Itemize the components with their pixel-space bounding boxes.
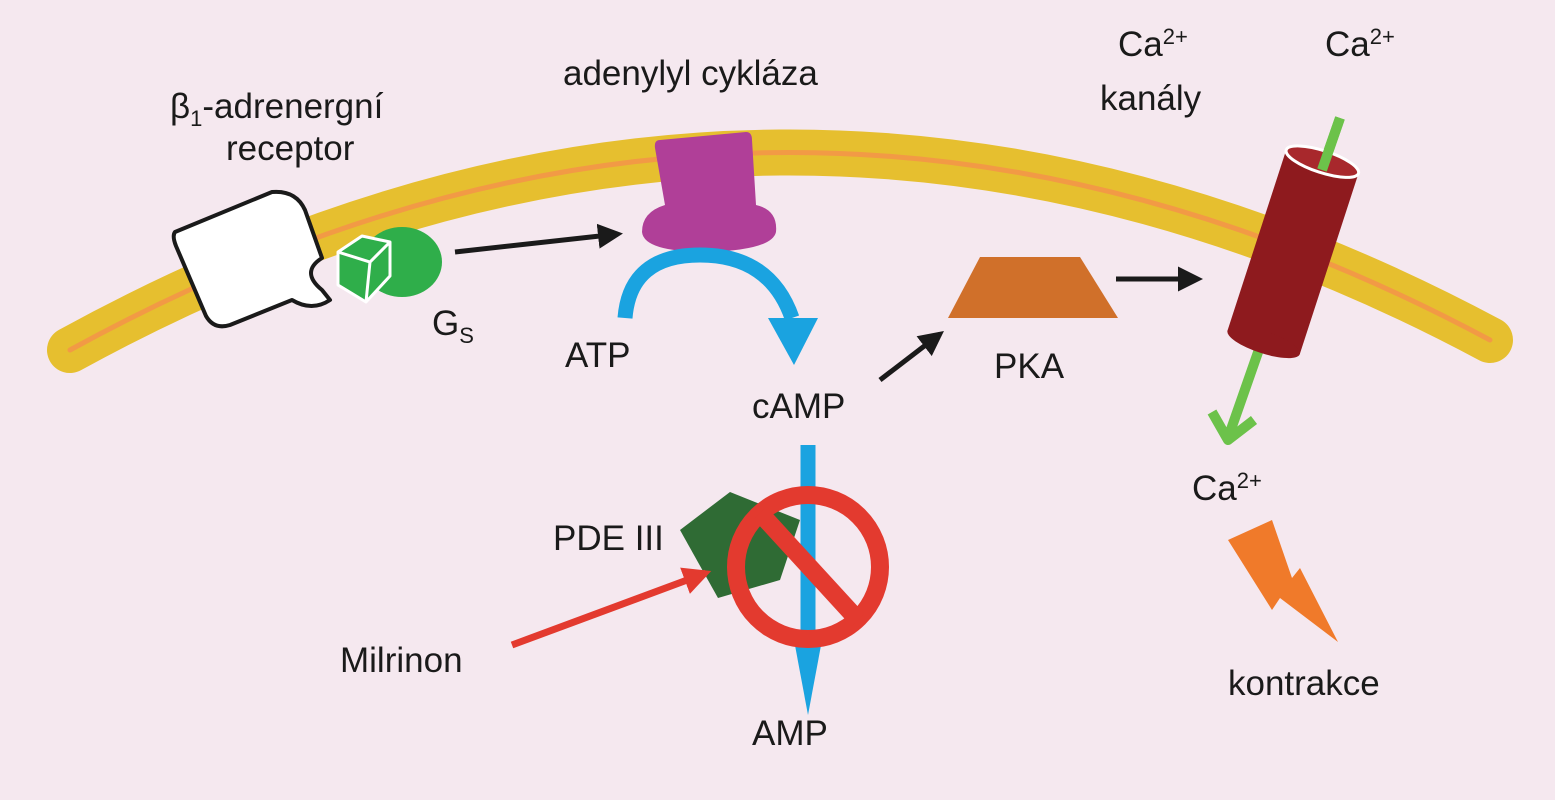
receptor-label-line2: receptor	[226, 129, 355, 168]
g-protein-shape	[336, 227, 442, 304]
channels-label: Ca2+	[1118, 24, 1188, 64]
calcium-flow-arrowhead	[1207, 409, 1258, 445]
activation-arrow-gs-ac	[454, 223, 623, 255]
calcium-flow-line-top	[1317, 116, 1345, 172]
pka-shape	[948, 257, 1118, 318]
atp-camp-arrowhead	[768, 318, 818, 365]
contraction-lightning-icon	[1228, 520, 1338, 642]
activation-arrow-camp-pka	[878, 330, 944, 382]
gs-label: GS	[432, 304, 474, 348]
contraction-label: kontrakce	[1228, 664, 1380, 703]
receptor-label: β1-adrenergní	[170, 87, 384, 131]
pka-label: PKA	[994, 347, 1065, 386]
camp-label: cAMP	[752, 387, 845, 426]
amp-label: AMP	[752, 714, 828, 753]
ca-bottom-label: Ca2+	[1192, 468, 1262, 508]
adenylyl-cyclase-label: adenylyl cykláza	[563, 54, 818, 93]
ca-top-label: Ca2+	[1325, 24, 1395, 64]
atp-camp-conversion-arrow	[617, 247, 800, 321]
atp-label: ATP	[565, 336, 630, 375]
adenylyl-cyclase-shape	[642, 132, 777, 252]
inhibition-sign-icon	[727, 486, 889, 648]
milrinon-label: Milrinon	[340, 641, 463, 680]
pde3-label: PDE III	[553, 519, 664, 558]
channels-label-line2: kanály	[1100, 79, 1202, 118]
milrinon-arrow	[510, 567, 712, 649]
camp-amp-arrowhead	[794, 640, 822, 715]
beta1-receptor-shape	[171, 189, 332, 329]
